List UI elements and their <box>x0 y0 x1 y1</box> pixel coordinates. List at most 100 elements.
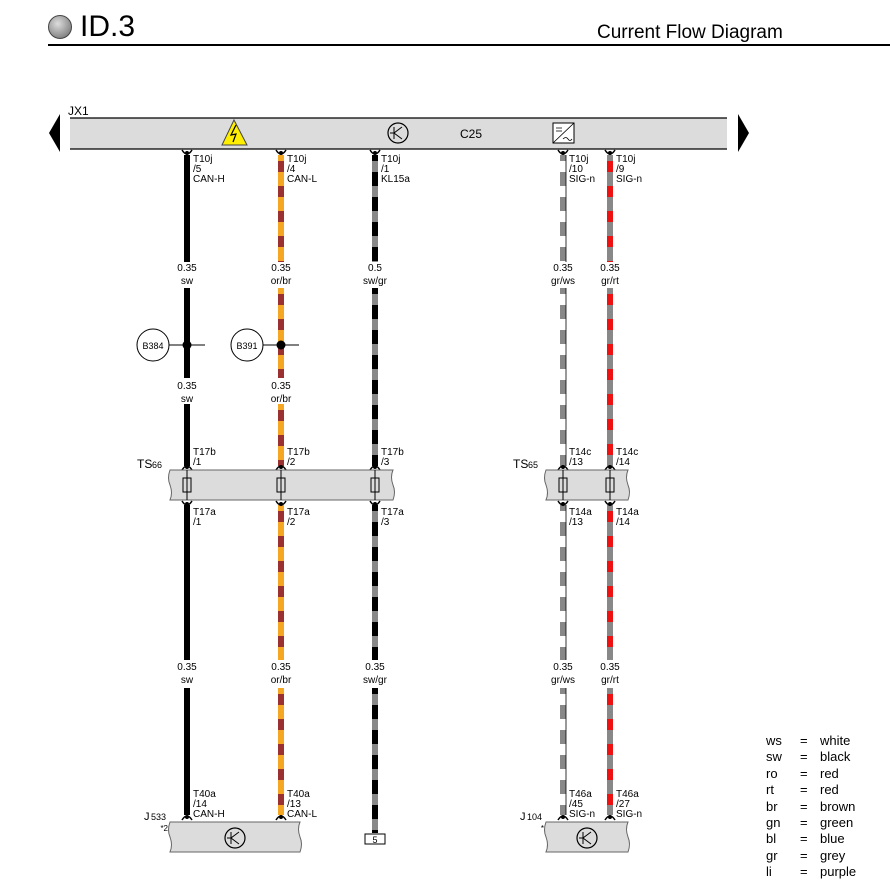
wire-stripe <box>372 694 378 705</box>
legend-row: br=brown <box>766 799 856 815</box>
wire-stripe <box>372 744 378 755</box>
control-unit-icon <box>576 827 598 849</box>
bottom-pin-label: /14 <box>193 799 207 810</box>
pin-dot <box>279 815 283 819</box>
wire-stripe <box>372 394 378 405</box>
wire-segment <box>184 288 190 378</box>
legend-k: br <box>766 798 778 814</box>
wire-stripe <box>278 561 284 572</box>
wire-segment <box>607 155 613 262</box>
wire-stripe <box>278 719 284 730</box>
separation-point-box <box>544 469 630 501</box>
bottom-pin-label: SIG-n <box>616 809 642 820</box>
top-pin-label: /9 <box>616 164 625 175</box>
control-unit-icon-glyph <box>227 831 240 845</box>
wire-stripe <box>278 369 284 378</box>
wire-gauge-color: sw <box>181 675 194 686</box>
wire-stripe <box>607 344 613 355</box>
wire-stripe <box>372 719 378 730</box>
separation-point-sub: 65 <box>528 460 538 470</box>
control-unit-icon-glyph <box>390 126 403 140</box>
wire-stripe <box>278 536 284 547</box>
legend-v: grey <box>820 847 846 863</box>
legend-row: gn=green <box>766 815 856 831</box>
ts-connector-icon <box>370 477 380 493</box>
splice-circle <box>136 328 170 362</box>
pin-dot <box>608 465 612 469</box>
ts-connector-icon <box>558 477 568 493</box>
ts-connector-icon <box>182 477 192 493</box>
wire-stripe <box>607 319 613 330</box>
bottom-pin-label: SIG-n <box>569 809 595 820</box>
wire-stripe <box>607 261 613 262</box>
wire-segment <box>184 404 190 466</box>
wire-gauge-size: 0.5 <box>368 263 382 274</box>
wire-gauge-color: gr/ws <box>551 276 575 287</box>
wire-stripe <box>560 211 566 222</box>
wire-stripe <box>278 236 284 247</box>
wire-gauge-color: gr/ws <box>551 675 575 686</box>
legend-v: white <box>820 733 851 748</box>
ground-label: 5 <box>372 835 377 845</box>
ts-in-pin-label: T17b <box>381 447 404 458</box>
wire-gauge-size: 0.35 <box>271 263 291 274</box>
high-voltage-warning-icon <box>221 118 248 146</box>
wire-stripe <box>560 511 566 522</box>
bottom-pin-label: CAN-H <box>193 809 225 820</box>
splice-dot <box>182 340 192 350</box>
wire-stripe <box>278 211 284 222</box>
legend-k: rt <box>766 782 774 798</box>
wire-gauge-color: or/br <box>271 394 292 405</box>
wire-segment <box>278 505 284 660</box>
wire-stripe <box>278 294 284 305</box>
control-unit-icon <box>224 827 246 849</box>
pin-dot <box>185 465 189 469</box>
ts-out-pin-label: /1 <box>193 517 202 528</box>
component-note: *2 <box>160 824 168 833</box>
wire-gauge-size: 0.35 <box>271 662 291 673</box>
wire-gauge-color: or/br <box>271 276 292 287</box>
wire-gauge-color: or/br <box>271 675 292 686</box>
wire-stripe <box>560 611 566 622</box>
wire-segment <box>560 505 566 660</box>
wire-stripe <box>607 561 613 572</box>
legend-v: black <box>820 749 851 765</box>
wire-stripe <box>372 186 378 197</box>
bar-label: JX1 <box>68 104 89 118</box>
ts-connector-icon <box>276 477 286 493</box>
legend-eq: = <box>800 733 808 748</box>
wire-segment <box>560 155 566 262</box>
wire-stripe <box>372 211 378 222</box>
legend-eq: = <box>800 831 808 847</box>
wire-gauge-color: gr/rt <box>601 276 619 287</box>
pin-dot <box>561 465 565 469</box>
wire-stripe <box>560 586 566 597</box>
wire-stripe <box>560 419 566 430</box>
ts-in-pin-label: /14 <box>616 457 630 468</box>
wire-stripe <box>607 444 613 455</box>
splice-dot <box>276 340 286 350</box>
pin-dot <box>279 151 283 155</box>
wire-stripe <box>560 719 566 730</box>
wire-stripe <box>372 294 378 305</box>
vw-logo-icon <box>48 15 72 39</box>
wire-gauge-size: 0.35 <box>553 263 573 274</box>
wire-segment <box>184 505 190 660</box>
wire-stripe <box>372 561 378 572</box>
wire-stripe <box>278 186 284 197</box>
legend-eq: = <box>800 782 808 798</box>
wire-segment <box>278 155 284 262</box>
wire-segment <box>607 505 613 660</box>
wire-stripe <box>560 319 566 330</box>
ts-in-pin-label: /3 <box>381 457 390 468</box>
wire-stripe <box>607 769 613 780</box>
wire-stripe <box>607 161 613 172</box>
document-title: Current Flow Diagram <box>597 22 783 43</box>
wire-stripe <box>560 261 566 262</box>
wire-stripe <box>278 694 284 705</box>
ts-out-pin-label: T14a <box>569 507 592 518</box>
wire-stripe <box>607 694 613 705</box>
wire-stripe <box>607 186 613 197</box>
wire-stripe <box>372 444 378 455</box>
arrow-left-icon <box>49 114 60 152</box>
